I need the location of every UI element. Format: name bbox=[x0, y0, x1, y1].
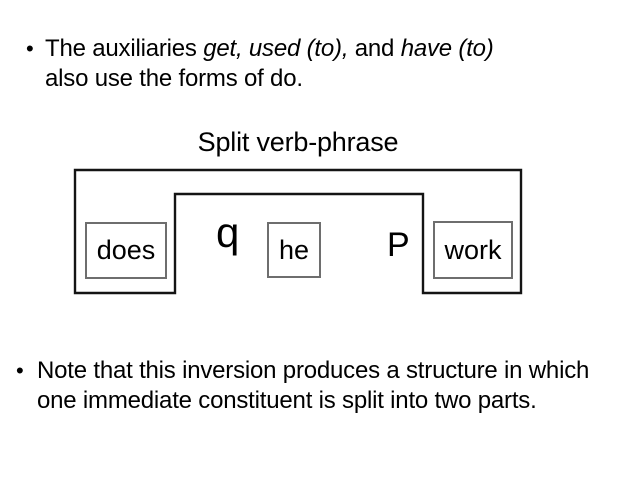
marker-p: P bbox=[387, 226, 410, 264]
bullet-top-line1: The auxiliaries get, used (to), and have… bbox=[45, 34, 494, 64]
bullet-marker: • bbox=[26, 36, 34, 61]
bullet-top-line1-seg3: and bbox=[348, 35, 401, 62]
bullet-marker: • bbox=[16, 358, 24, 383]
word-box-he-label: he bbox=[278, 234, 310, 265]
word-box-work: work bbox=[433, 221, 513, 279]
word-box-he: he bbox=[267, 222, 321, 278]
marker-q: q bbox=[216, 209, 240, 256]
word-box-does: does bbox=[85, 222, 167, 279]
bullet-bottom-line1: Note that this inversion produces a stru… bbox=[37, 357, 590, 384]
word-box-work-label: work bbox=[444, 234, 502, 265]
bullet-top-line2: also use the forms of do. bbox=[45, 65, 303, 92]
bullet-bottom-line2: one immediate constituent is split into … bbox=[37, 387, 537, 414]
bullet-top-text: The auxiliaries get, used (to), and have… bbox=[45, 34, 494, 94]
bullet-top-line1-seg4: have (to) bbox=[400, 35, 494, 62]
bullet-top-line1-seg1: The auxiliaries bbox=[45, 35, 204, 62]
diagram-title: Split verb-phrase bbox=[197, 127, 399, 157]
bullet-top-line1-seg2: get, used (to), bbox=[203, 35, 349, 62]
bullet-bottom-text: Note that this inversion produces a stru… bbox=[37, 356, 589, 416]
bridge-outline-path bbox=[73, 168, 523, 295]
word-box-does-label: does bbox=[96, 235, 156, 265]
